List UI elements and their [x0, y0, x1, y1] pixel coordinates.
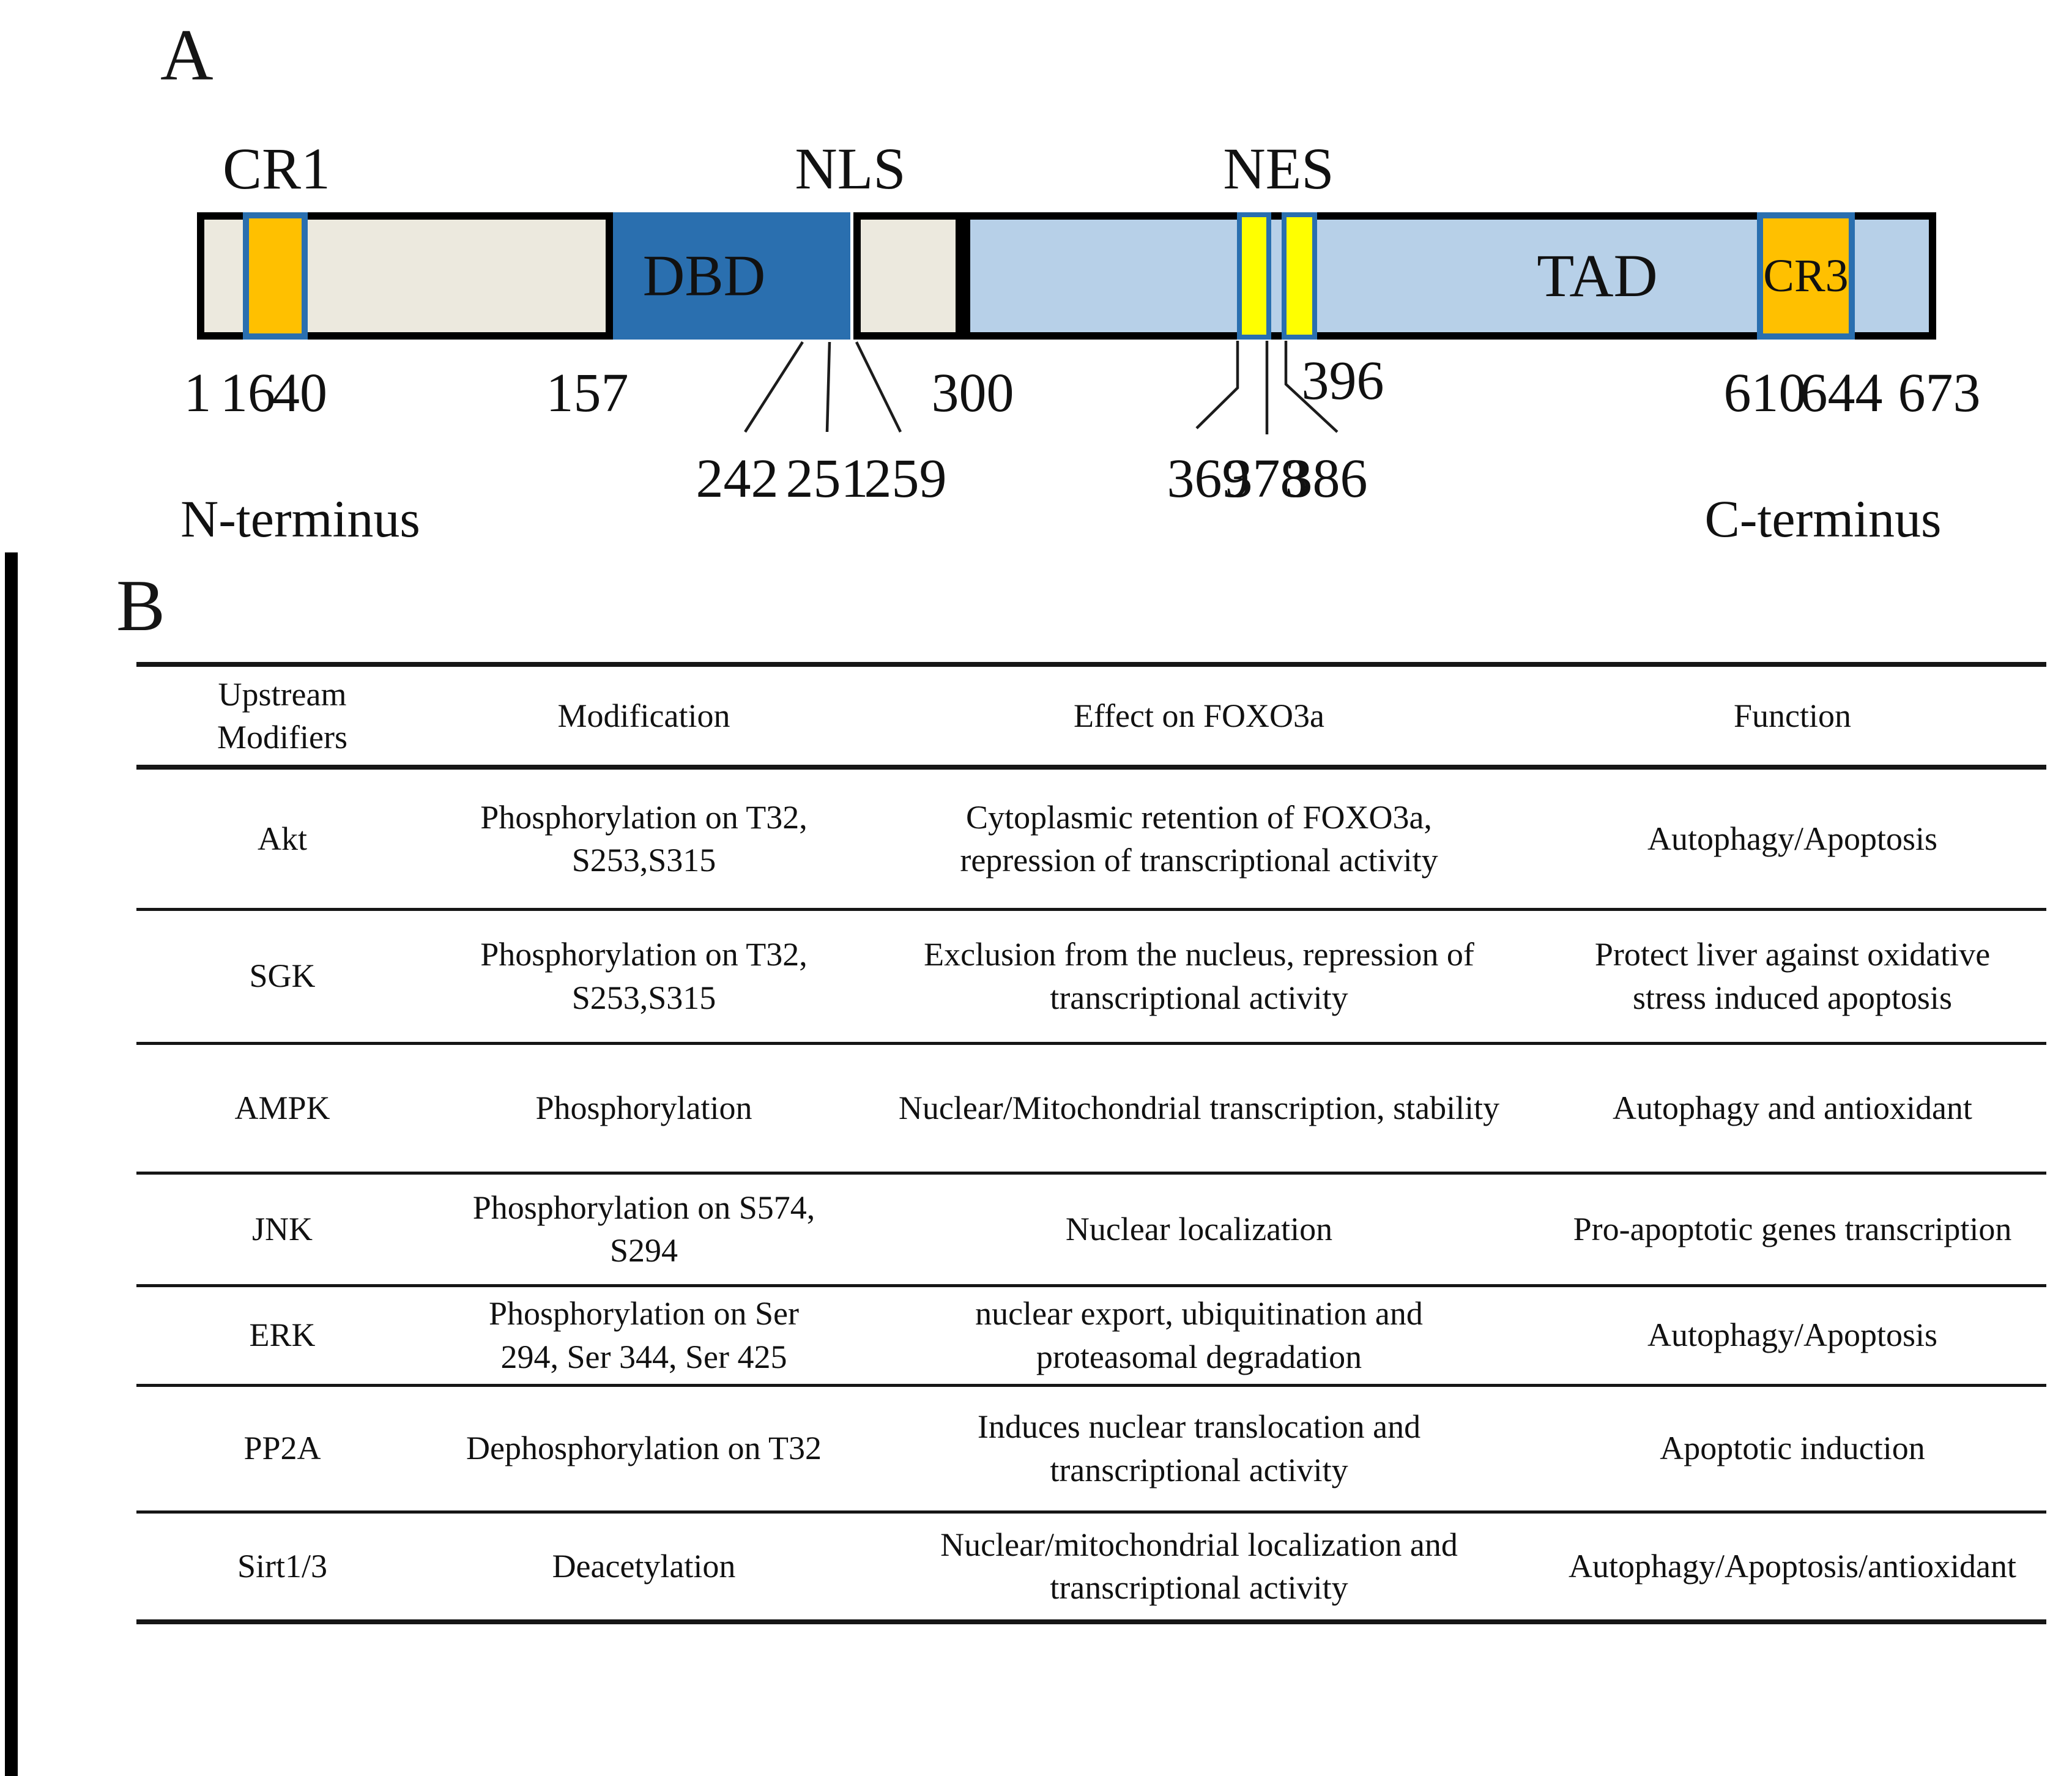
modifiers-table: Upstream Modifiers Modification Effect o…	[136, 662, 2046, 1624]
cell-modification: Deacetylation	[552, 1548, 736, 1585]
cell-modifier: SGK	[249, 957, 316, 995]
cell-function: Pro-apoptotic genes transcription	[1573, 1210, 2012, 1247]
table-row-sgk: SGK Phosphorylation on T32, S253,S315 Ex…	[136, 909, 2046, 1043]
header-effect: Effect on FOXO3a	[1074, 697, 1324, 734]
cell-effect: Nuclear localization	[1065, 1210, 1333, 1247]
cell-effect: Induces nuclear translocation and transc…	[977, 1408, 1421, 1488]
cr1-label: CR1	[222, 136, 331, 201]
cell-modification: Dephosphorylation on T32	[466, 1430, 822, 1467]
cell-modification: Phosphorylation on T32, S253,S315	[480, 936, 808, 1016]
dbd-domain-text: DBD	[642, 243, 766, 308]
cell-effect: Exclusion from the nucleus, repression o…	[924, 936, 1474, 1016]
nls-label: NLS	[795, 136, 906, 201]
tick-610: 610	[1723, 363, 1807, 423]
cell-function: Protect liver against oxidative stress i…	[1594, 936, 1991, 1016]
cell-function: Autophagy and antioxidant	[1613, 1089, 1972, 1126]
cell-effect: Nuclear/Mitochondrial transcription, sta…	[898, 1089, 1500, 1126]
cell-function: Autophagy/Apoptosis	[1647, 1317, 1937, 1354]
table-row-sirt13: Sirt1/3 Deacetylation Nuclear/mitochondr…	[136, 1512, 2046, 1622]
tick-16: 16	[220, 363, 275, 423]
n-terminus-label: N-terminus	[180, 489, 420, 548]
nes-label: NES	[1223, 136, 1334, 201]
tick-300: 300	[931, 363, 1014, 423]
table-row-erk: ERK Phosphorylation on Ser 294, Ser 344,…	[136, 1285, 2046, 1385]
protein-bar: CR3 DBD TAD	[197, 212, 1936, 340]
cell-function: Autophagy/Apoptosis/antioxidant	[1569, 1548, 2016, 1585]
tick-644: 644	[1800, 363, 1883, 423]
table-row-jnk: JNK Phosphorylation on S574, S294 Nuclea…	[136, 1173, 2046, 1285]
tick-673: 673	[1898, 363, 1981, 423]
tick-369: 369	[1167, 448, 1250, 509]
cell-modifier: AMPK	[234, 1089, 330, 1126]
header-modification: Modification	[557, 697, 730, 734]
cell-modification: Phosphorylation on Ser 294, Ser 344, Ser…	[489, 1295, 799, 1375]
cell-modifier: ERK	[249, 1317, 316, 1354]
cell-modifier: Sirt1/3	[237, 1548, 328, 1585]
panel-b-label: B	[116, 565, 166, 646]
tick-242: 242	[696, 448, 779, 509]
segment-linker	[853, 212, 963, 340]
cell-modifier: PP2A	[243, 1430, 321, 1467]
tick-378: 378	[1225, 448, 1308, 509]
left-black-bar	[5, 552, 18, 1776]
tick-396: 396	[1301, 351, 1384, 411]
tad-domain-text: TAD	[1537, 242, 1658, 310]
cell-modifier: Akt	[258, 820, 307, 857]
cell-function: Autophagy/Apoptosis	[1647, 820, 1937, 857]
cell-effect: Cytoplasmic retention of FOXO3a, repress…	[960, 798, 1438, 879]
cell-effect: nuclear export, ubiquitination and prote…	[975, 1295, 1423, 1375]
header-function: Function	[1733, 697, 1851, 734]
tick-251: 251	[785, 448, 869, 509]
cr3-domain-text: CR3	[1763, 250, 1849, 302]
panel-a-label: A	[160, 14, 214, 95]
tick-157: 157	[546, 363, 629, 423]
cr3-domain-block: CR3	[1757, 212, 1855, 340]
table-row-ampk: AMPK Phosphorylation Nuclear/Mitochondri…	[136, 1043, 2046, 1173]
cell-modifier: JNK	[251, 1210, 313, 1247]
nes-stripe-1	[1237, 212, 1271, 340]
cell-function: Apoptotic induction	[1660, 1430, 1925, 1467]
tick-259: 259	[864, 448, 947, 509]
tick-40: 40	[272, 363, 327, 423]
table-header-row: Upstream Modifiers Modification Effect o…	[136, 664, 2046, 767]
cell-modification: Phosphorylation on T32, S253,S315	[480, 798, 808, 879]
cell-modification: Phosphorylation on S574, S294	[472, 1189, 815, 1269]
c-terminus-label: C-terminus	[1704, 489, 1942, 548]
tick-386: 386	[1285, 448, 1368, 509]
cr1-domain-block	[243, 212, 308, 340]
table-row-pp2a: PP2A Dephosphorylation on T32 Induces nu…	[136, 1385, 2046, 1512]
cell-effect: Nuclear/mitochondrial localization and t…	[940, 1526, 1458, 1607]
nes-stripe-2	[1282, 212, 1317, 340]
table-row-akt: Akt Phosphorylation on T32, S253,S315 Cy…	[136, 767, 2046, 909]
tick-1: 1	[184, 363, 212, 423]
header-upstream-modifiers: Upstream Modifiers	[217, 675, 347, 756]
segment-nls-underlay	[613, 212, 850, 340]
cell-modification: Phosphorylation	[535, 1089, 752, 1126]
